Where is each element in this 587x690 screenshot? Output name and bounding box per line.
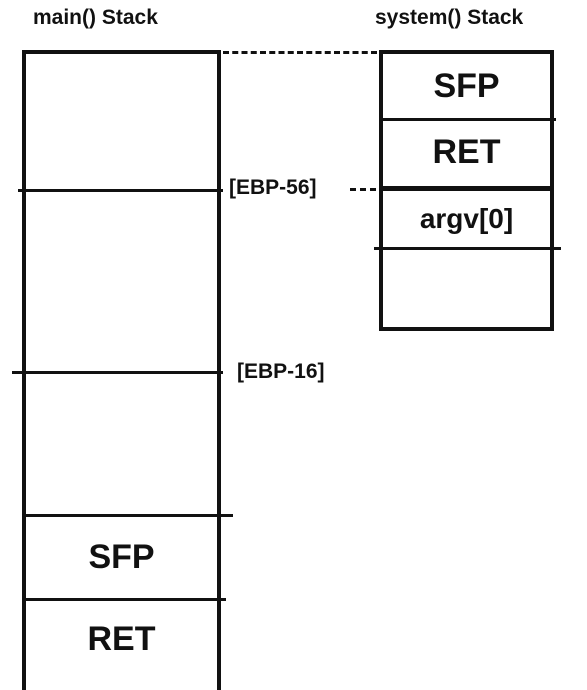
connector-top-dashed [223,51,377,54]
main-stack-divider-ret-top [22,598,226,601]
system-stack-divider-argv-bottom [374,247,561,250]
main-stack-title: main() Stack [33,6,158,29]
main-stack-sfp-cell: SFP [88,538,155,576]
main-stack-ret-cell: RET [87,620,156,658]
main-stack-divider-ebp16 [12,371,223,374]
marker-ebp-56: [EBP-56] [229,176,317,199]
main-stack-frame [22,50,221,690]
system-stack-sfp-cell: SFP [433,67,500,105]
system-stack-title: system() Stack [375,6,524,29]
main-stack-divider-sfp-top [22,514,233,517]
system-stack-argv0-cell: argv[0] [419,203,514,234]
system-stack-ret-cell: RET [432,133,501,171]
connector-ebp56-dashed [350,188,376,191]
main-stack-divider-ebp56 [18,189,223,192]
system-stack-divider-argv-top [379,186,554,191]
system-stack-divider-ret-top [379,118,556,121]
marker-ebp-16: [EBP-16] [237,360,325,383]
